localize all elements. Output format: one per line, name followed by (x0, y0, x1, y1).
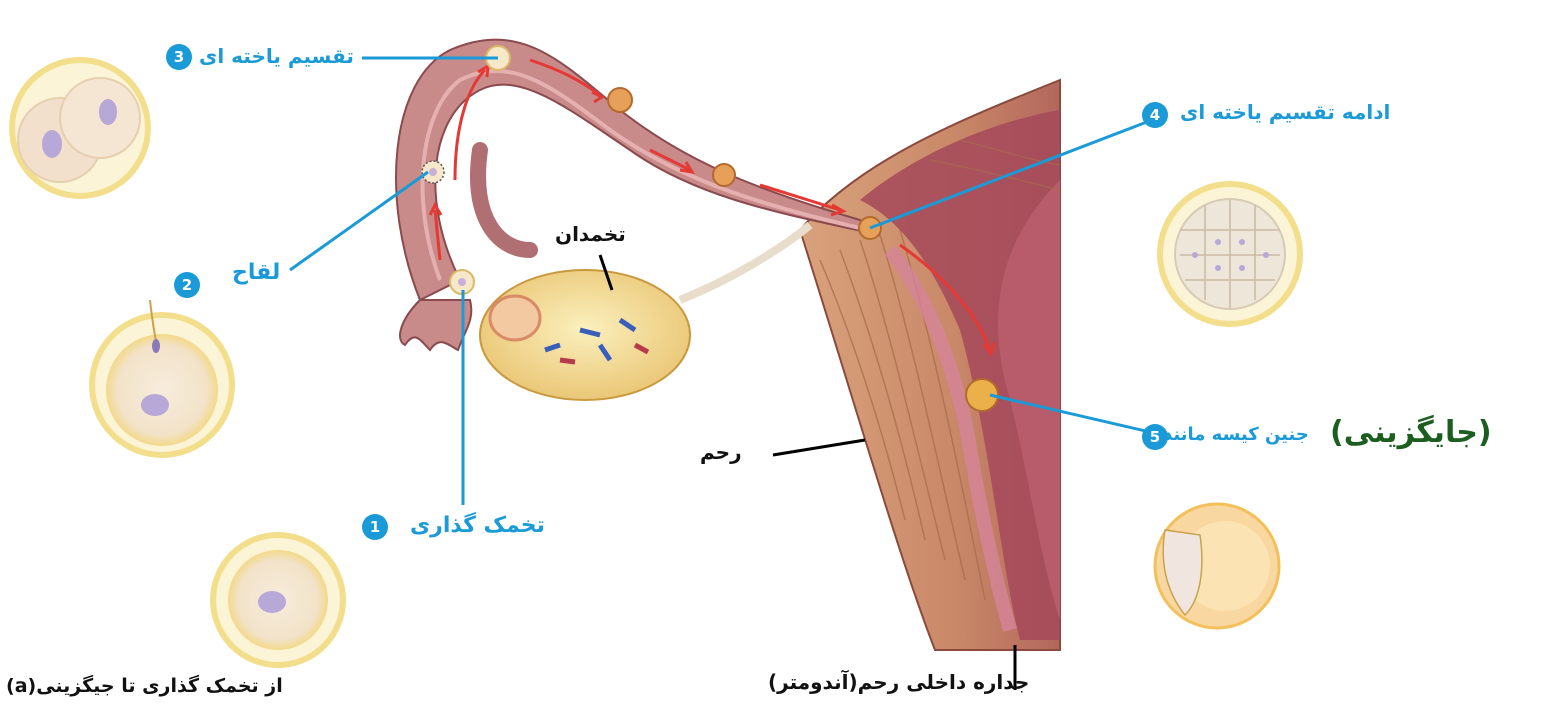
figure-caption: از تخمک گذاری تا جیگزینی(a) (6, 675, 283, 697)
step-badge-4: 4 (1142, 102, 1168, 128)
uterus-illustration (800, 80, 1060, 650)
label-ovulation: تخمک گذاری (410, 513, 545, 538)
label-uterus: رحم (700, 440, 742, 464)
step-badge-1: 1 (362, 514, 388, 540)
fertilized-egg-image (92, 300, 232, 455)
label-ovary: تخمدان (555, 222, 626, 246)
step-badge-3: 3 (166, 44, 192, 70)
ovarian-ligament (680, 225, 810, 300)
ovary-illustration (480, 270, 690, 400)
ovulated-egg-image (213, 535, 343, 665)
blastocyst-image (1155, 504, 1279, 628)
label-endometrium: جداره داخلی رحم(آندومتر) (768, 670, 1029, 694)
cell-4 (608, 88, 632, 112)
morula-image (1160, 184, 1300, 324)
step-badge-5: 5 (1142, 424, 1168, 450)
label-blastocyst: جنین کیسه مانند (1163, 424, 1309, 445)
label-cell-division: تقسیم یاخته ای (199, 44, 354, 68)
cell-5 (713, 164, 735, 186)
cell-2 (422, 161, 444, 183)
step-badge-2: 2 (174, 272, 200, 298)
label-continued-division: ادامه تقسیم یاخته ای (1180, 100, 1390, 124)
label-implantation: (جایگزینی) (1330, 415, 1492, 450)
two-cell-stage-image (12, 60, 148, 196)
label-fertilization: لقاح (232, 260, 280, 285)
